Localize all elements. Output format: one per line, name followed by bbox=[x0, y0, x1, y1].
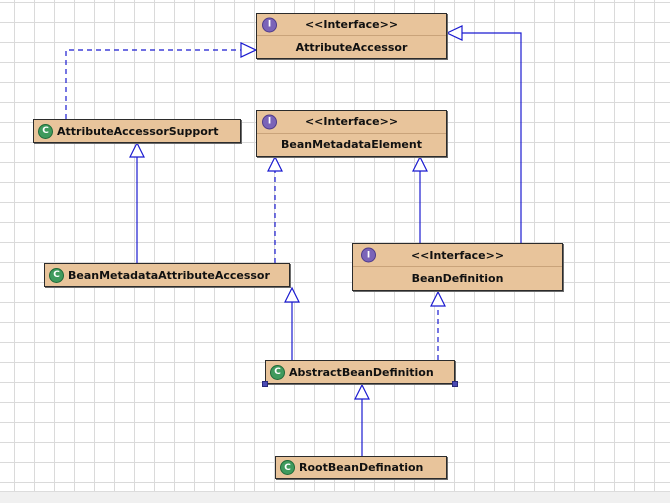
node-attribute-accessor-support[interactable]: C AttributeAccessorSupport bbox=[33, 119, 241, 143]
edge-definition-extends-accessor bbox=[462, 32, 522, 243]
edge-arrowhead bbox=[240, 42, 258, 58]
node-bean-definition[interactable]: I <<Interface>> BeanDefinition bbox=[352, 243, 563, 291]
node-name: BeanDefinition bbox=[411, 272, 504, 285]
class-icon: C bbox=[270, 364, 285, 380]
edge-arrowhead bbox=[412, 155, 428, 172]
interface-icon: I bbox=[262, 17, 277, 32]
interface-icon: I bbox=[262, 114, 277, 130]
node-root-bean-defination[interactable]: C RootBeanDefination bbox=[275, 456, 447, 479]
interface-header: I <<Interface>> bbox=[353, 244, 562, 267]
selection-handle[interactable] bbox=[262, 381, 268, 387]
node-name: BeanMetadataAttributeAccessor bbox=[68, 268, 270, 282]
stereotype-label: <<Interface>> bbox=[304, 18, 399, 31]
edge-arrowhead bbox=[430, 290, 446, 307]
edge-arrowhead bbox=[284, 286, 300, 303]
stereotype-label: <<Interface>> bbox=[410, 248, 505, 262]
interface-header: I <<Interface>> bbox=[257, 14, 446, 36]
interface-icon: I bbox=[361, 247, 376, 263]
edge-arrowhead bbox=[267, 155, 283, 172]
node-name: AttributeAccessor bbox=[295, 40, 408, 54]
node-bean-metadata-element[interactable]: I <<Interface>> BeanMetadataElement bbox=[256, 110, 447, 157]
selection-handle[interactable] bbox=[452, 381, 458, 387]
node-name: AbstractBeanDefinition bbox=[289, 365, 434, 379]
edge-arrowhead bbox=[129, 141, 145, 158]
node-name: BeanMetadataElement bbox=[281, 138, 422, 152]
node-abstract-bean-definition[interactable]: C AbstractBeanDefinition bbox=[265, 360, 455, 384]
node-bean-metadata-attribute-accessor[interactable]: C BeanMetadataAttributeAccessor bbox=[44, 263, 290, 287]
edge-arrowhead bbox=[445, 25, 463, 41]
node-name: RootBeanDefination bbox=[299, 461, 424, 474]
horizontal-scrollbar[interactable] bbox=[0, 491, 670, 503]
node-attribute-accessor[interactable]: I <<Interface>> AttributeAccessor bbox=[256, 13, 447, 59]
class-icon: C bbox=[49, 267, 64, 283]
edge-support-implements-accessor bbox=[65, 49, 241, 119]
stereotype-label: <<Interface>> bbox=[304, 115, 399, 129]
node-name: AttributeAccessorSupport bbox=[57, 124, 219, 138]
class-icon: C bbox=[38, 123, 53, 139]
edge-arrowhead bbox=[354, 383, 370, 400]
interface-header: I <<Interface>> bbox=[257, 111, 446, 134]
class-icon: C bbox=[280, 460, 295, 475]
